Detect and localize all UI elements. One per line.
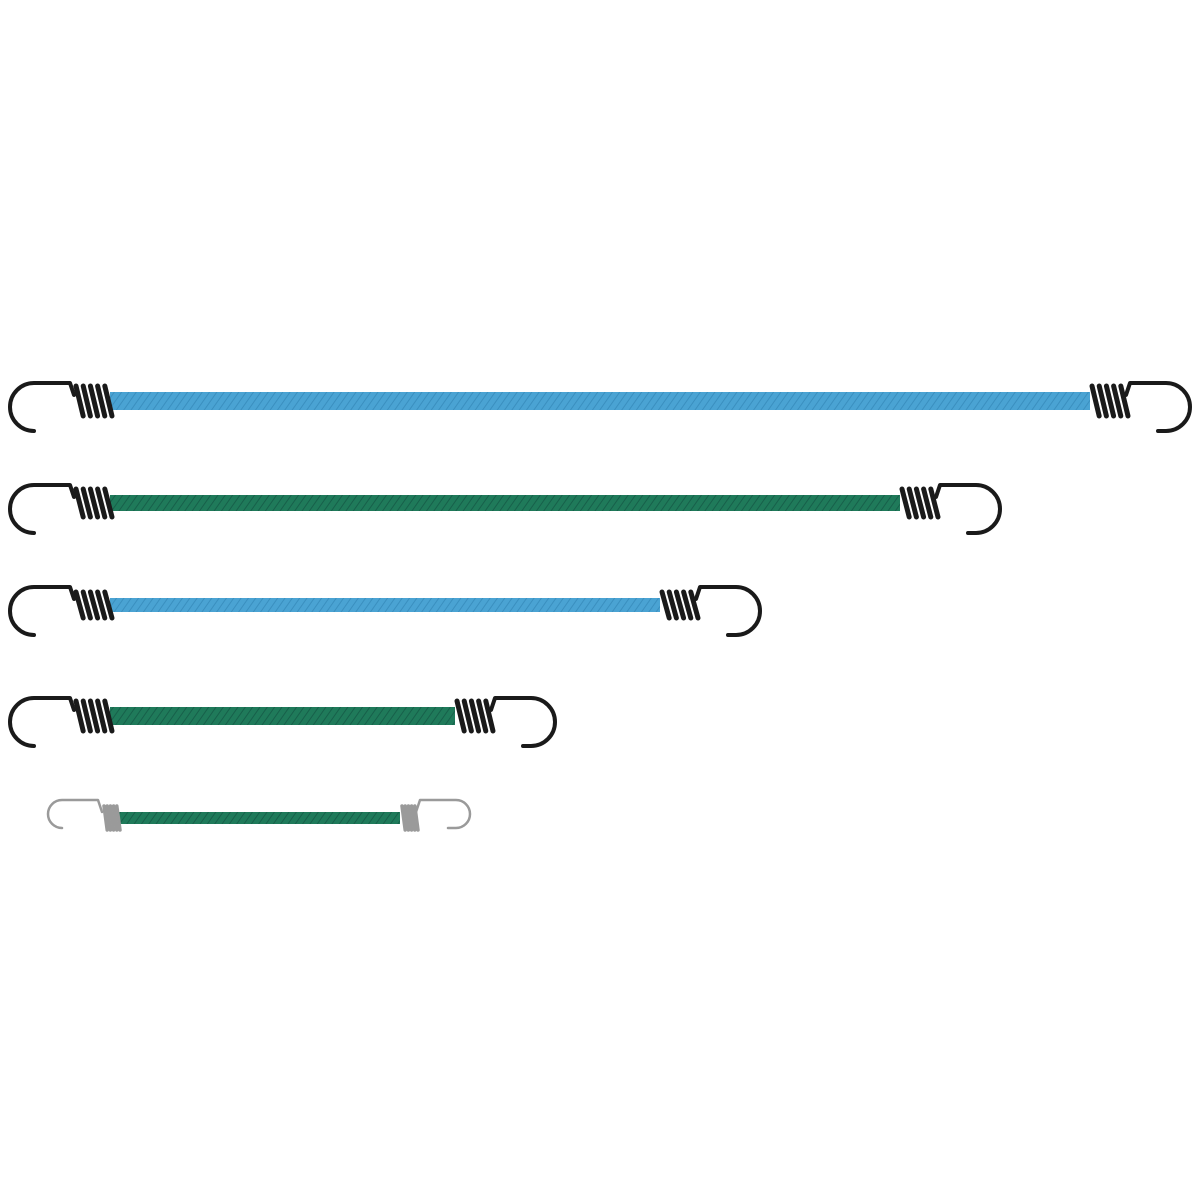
cord-body [118, 812, 400, 824]
hook-left-icon [8, 381, 76, 433]
hook-right-icon [934, 483, 1002, 535]
spring-coil-right [659, 589, 701, 621]
hook-right-icon [489, 696, 557, 748]
cords-layer [8, 381, 1192, 832]
spring-coil-right [899, 486, 941, 520]
cord-4 [8, 696, 557, 748]
spring-coil-left [73, 486, 115, 520]
cord-body [110, 598, 660, 612]
spring-coil-left [73, 698, 115, 734]
spring-coil-left [73, 383, 115, 419]
hook-right-icon [1124, 381, 1192, 433]
cord-body [110, 392, 1090, 410]
cord-body [110, 495, 900, 511]
spring-coil-left [102, 804, 122, 832]
hook-right-icon [414, 798, 472, 830]
hook-left-icon [8, 483, 76, 535]
cord-body [110, 707, 455, 725]
spring-coil-right [1089, 383, 1131, 419]
hook-right-icon [694, 585, 762, 637]
spring-coil-right [400, 804, 420, 832]
spring-coil-right [454, 698, 496, 734]
hook-left-icon [46, 798, 104, 830]
hook-left-icon [8, 696, 76, 748]
spring-coil-left [73, 589, 115, 621]
cord-2 [8, 483, 1002, 535]
cord-5 [46, 798, 472, 832]
cord-3 [8, 585, 762, 637]
hook-left-icon [8, 585, 76, 637]
cord-1 [8, 381, 1192, 433]
